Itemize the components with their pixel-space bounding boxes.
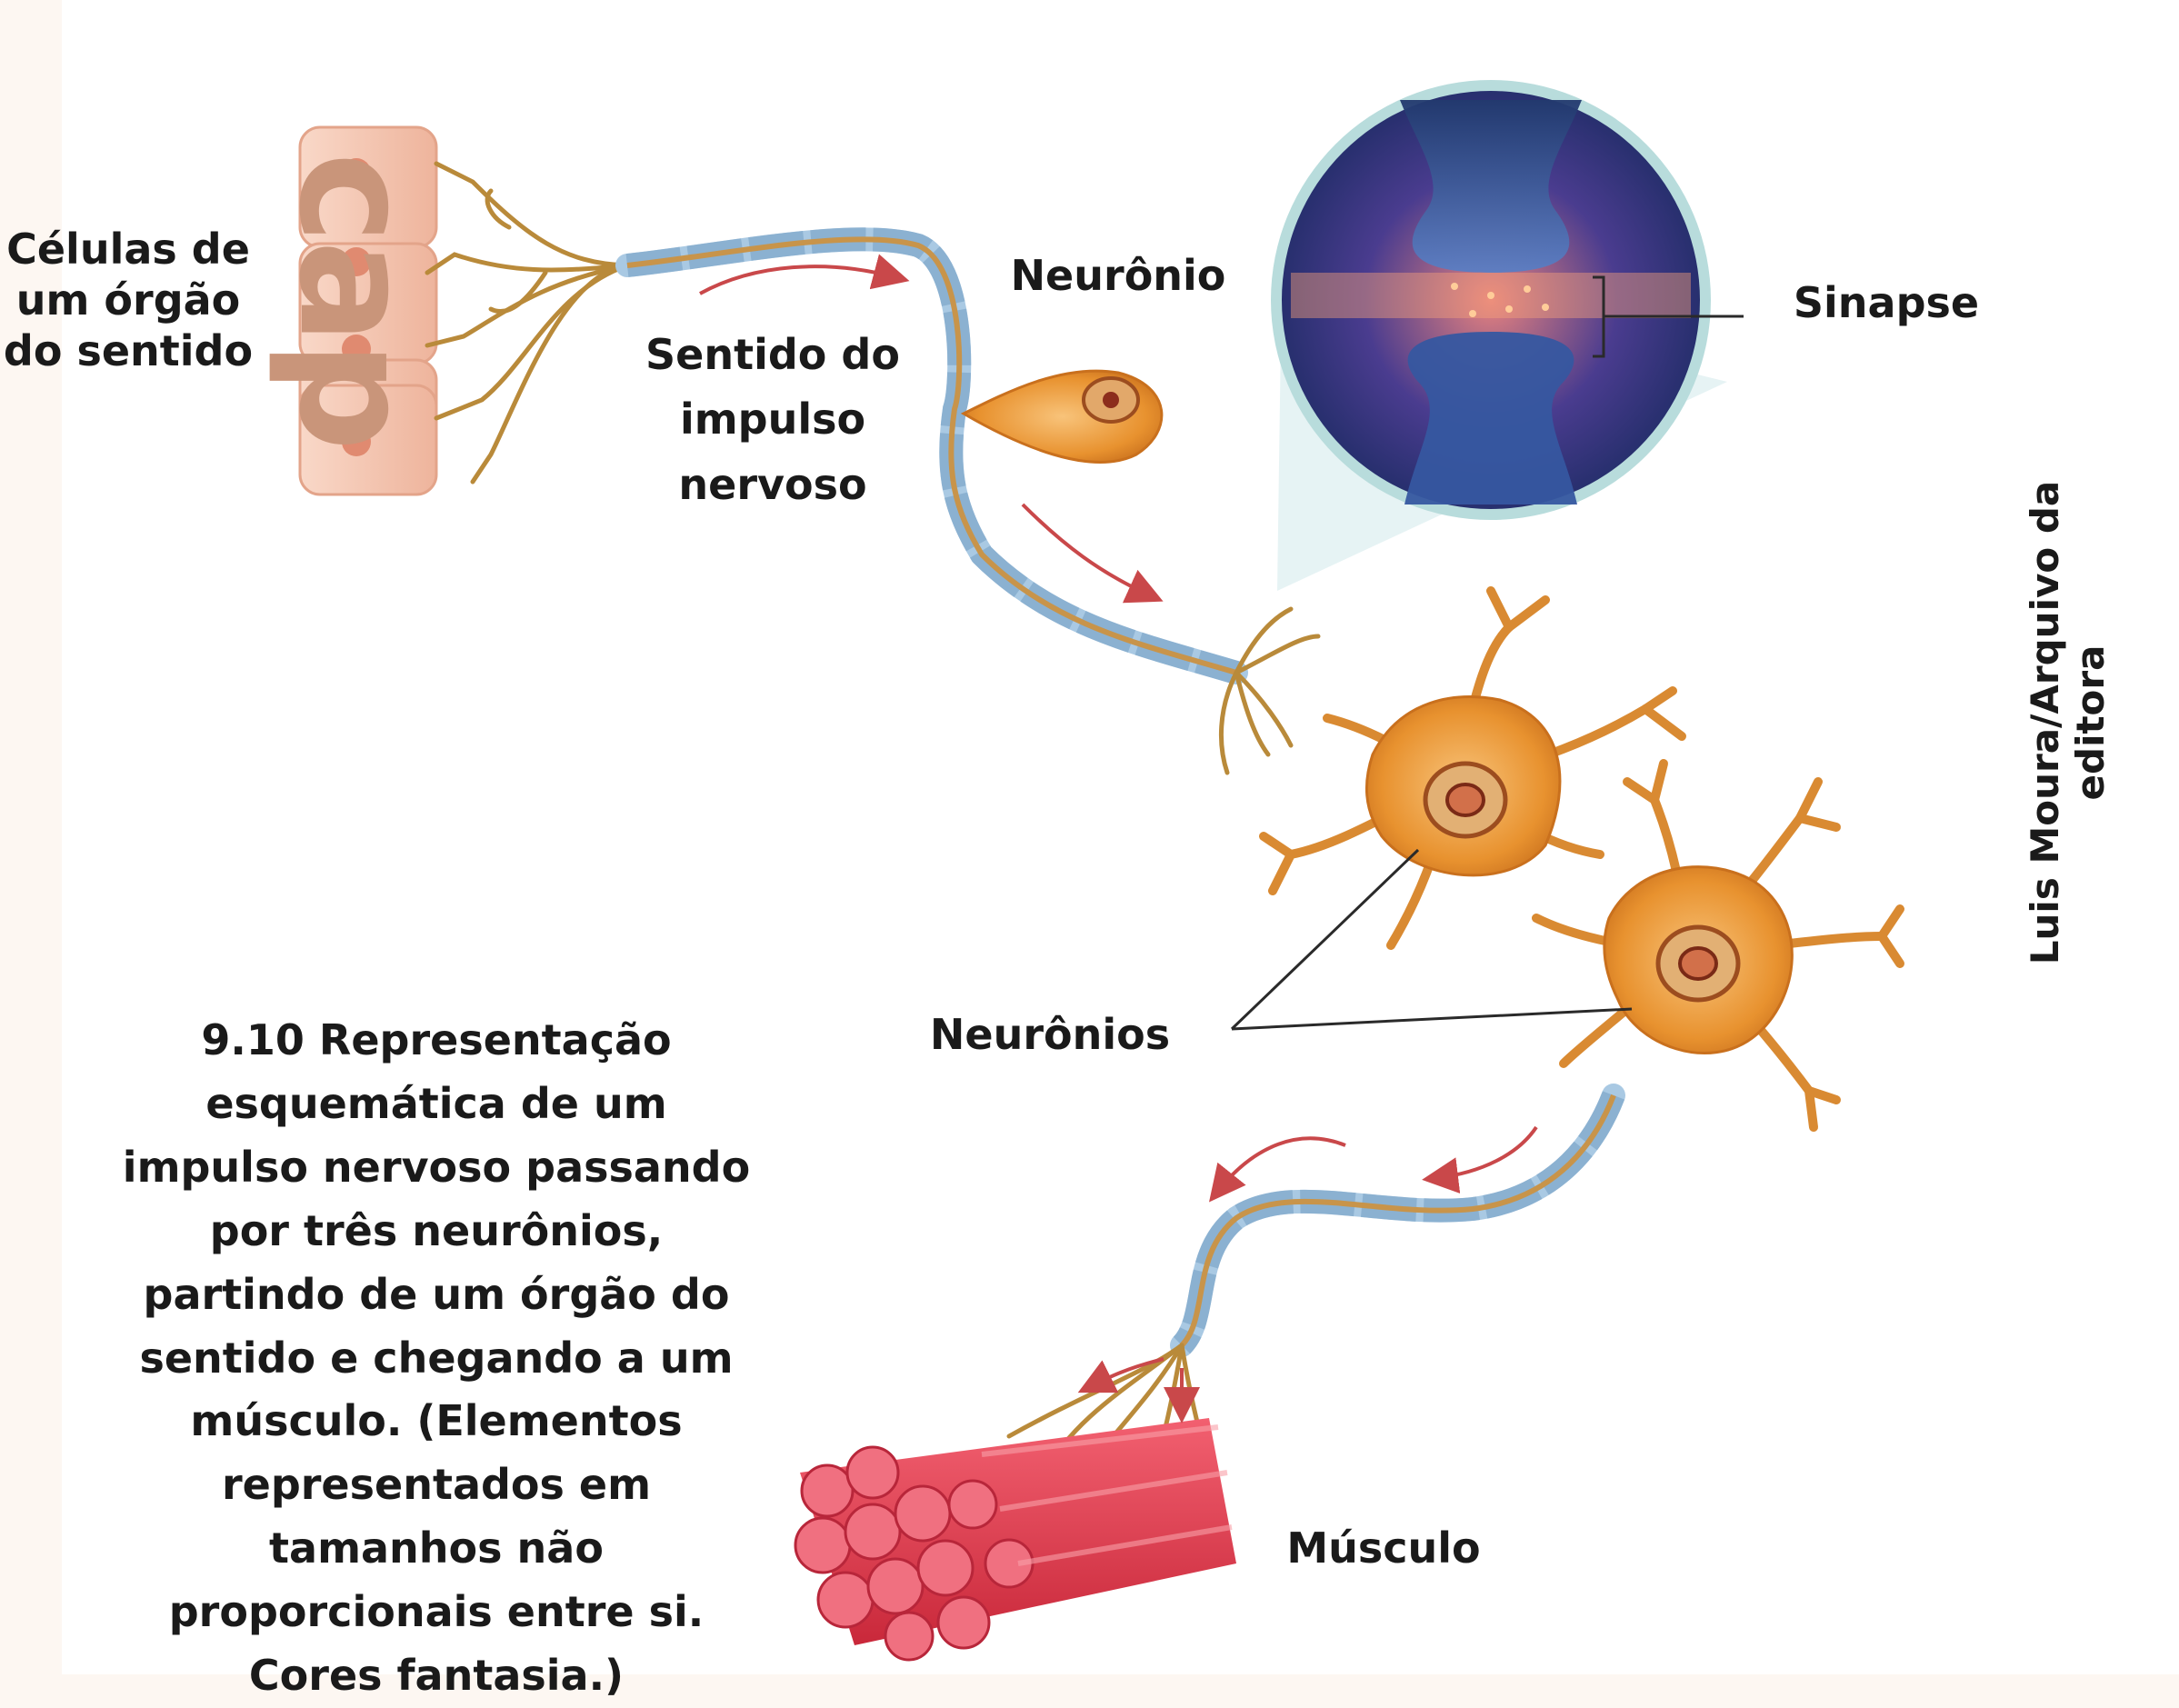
sensory-dendrites [427, 164, 627, 482]
interneuron-1 [1264, 591, 1682, 945]
synapse-inset [1271, 80, 1711, 520]
synapse-label: Sinapse [1786, 277, 1986, 328]
neurons-pointer-lines [1232, 850, 1632, 1029]
figure-caption: 9.10 Representação esquemática de um imp… [118, 1009, 755, 1708]
axon-terminals [1221, 609, 1318, 773]
neurons-label: Neurônios [927, 1009, 1173, 1060]
sensory-neuron-body [964, 371, 1162, 462]
image-credit: Luis Moura/Arquivo da editora [2023, 405, 2159, 1041]
impulse-direction-label: Sentido do impulso nervoso [636, 323, 909, 517]
muscle-label: Músculo [1284, 1523, 1484, 1573]
neuron-label: Neurônio [1009, 250, 1227, 301]
watermark-logo: cap [277, 152, 432, 447]
muscle-bundle [795, 1418, 1236, 1660]
interneuron-2 [1536, 764, 1900, 1127]
sense-cells-label: Células de um órgão do sentido [0, 224, 256, 376]
